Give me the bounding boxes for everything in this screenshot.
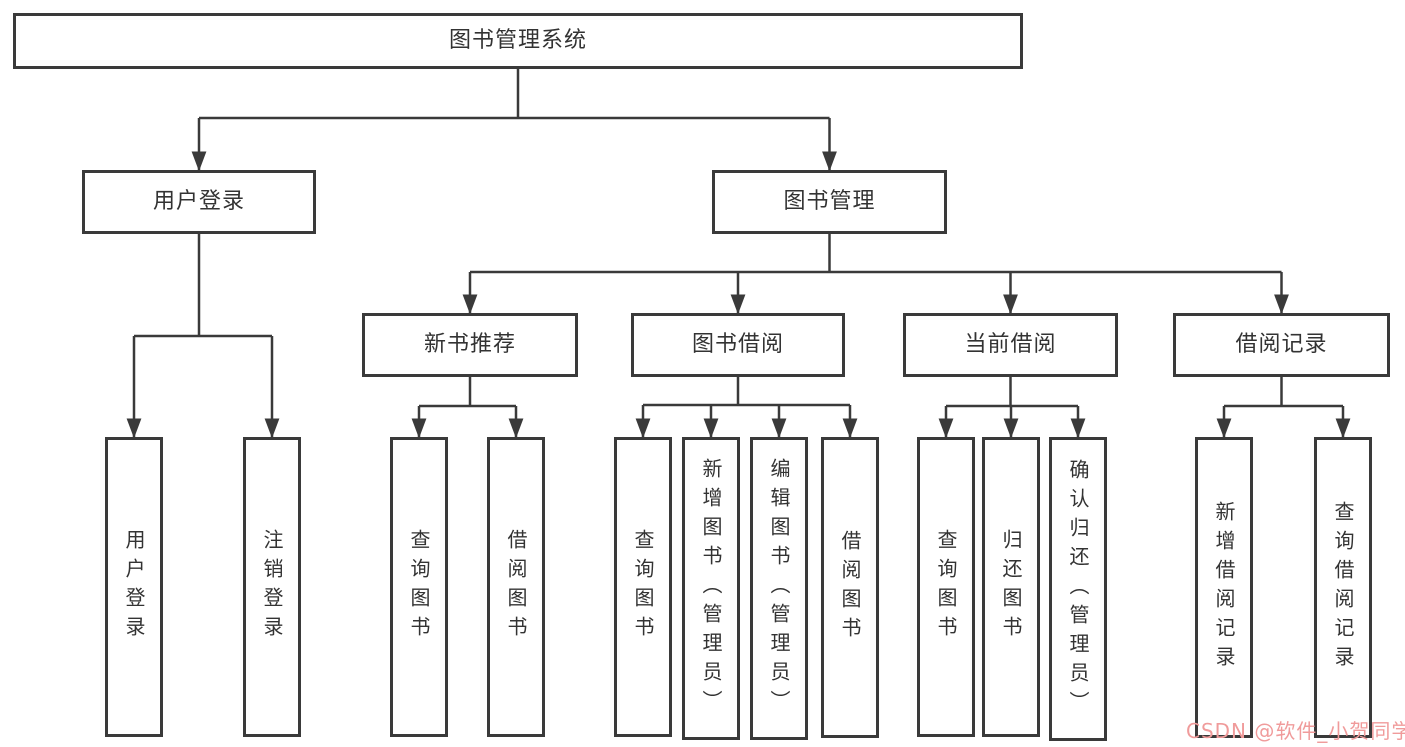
node-label-bb_edit: 编辑图书（管理员） — [767, 458, 791, 719]
node-bb_add: 新增图书（管理员） — [682, 437, 740, 740]
node-bb_query: 查询图书 — [614, 437, 672, 737]
node-label-cb_query: 查询图书 — [934, 529, 958, 645]
node-root: 图书管理系统 — [13, 13, 1023, 69]
node-label-nr_query: 查询图书 — [407, 529, 431, 645]
node-nr_query: 查询图书 — [390, 437, 448, 737]
node-label-new_rec: 新书推荐 — [423, 332, 516, 357]
node-book_mgmt: 图书管理 — [712, 170, 947, 234]
node-label-book_borrow: 图书借阅 — [691, 332, 784, 357]
node-label-bb_query: 查询图书 — [631, 529, 655, 645]
node-br_query: 查询借阅记录 — [1314, 437, 1372, 738]
node-label-cb_return: 归还图书 — [999, 529, 1023, 645]
node-cb_query: 查询图书 — [917, 437, 975, 737]
node-bb_edit: 编辑图书（管理员） — [750, 437, 808, 740]
node-label-current_borrow: 当前借阅 — [964, 332, 1057, 357]
node-user_login: 用户登录 — [82, 170, 316, 234]
node-br_add: 新增借阅记录 — [1195, 437, 1253, 738]
node-new_rec: 新书推荐 — [362, 313, 578, 377]
node-book_borrow: 图书借阅 — [631, 313, 845, 377]
node-label-bb_borrow: 借阅图书 — [838, 529, 862, 646]
node-label-br_query: 查询借阅记录 — [1331, 500, 1355, 675]
node-cb_confirm: 确认归还（管理员） — [1049, 437, 1107, 741]
node-cb_return: 归还图书 — [982, 437, 1040, 737]
node-leaf_user_login: 用户登录 — [105, 437, 163, 737]
node-current_borrow: 当前借阅 — [903, 313, 1118, 377]
node-label-leaf_user_login: 用户登录 — [122, 529, 146, 645]
node-borrow_records: 借阅记录 — [1173, 313, 1390, 377]
node-label-borrow_records: 借阅记录 — [1235, 332, 1328, 357]
node-label-user_login: 用户登录 — [152, 189, 245, 214]
node-label-nr_borrow: 借阅图书 — [504, 529, 528, 645]
node-label-cb_confirm: 确认归还（管理员） — [1066, 458, 1090, 720]
node-label-br_add: 新增借阅记录 — [1212, 500, 1236, 675]
watermark-text: CSDN @软件_小贺同学 — [1186, 719, 1405, 743]
node-label-leaf_logout: 注销登录 — [260, 529, 284, 645]
node-label-bb_add: 新增图书（管理员） — [699, 458, 723, 719]
node-leaf_logout: 注销登录 — [243, 437, 301, 737]
node-bb_borrow: 借阅图书 — [821, 437, 879, 738]
node-label-root: 图书管理系统 — [448, 28, 587, 53]
node-label-book_mgmt: 图书管理 — [783, 189, 876, 214]
node-nr_borrow: 借阅图书 — [487, 437, 545, 737]
